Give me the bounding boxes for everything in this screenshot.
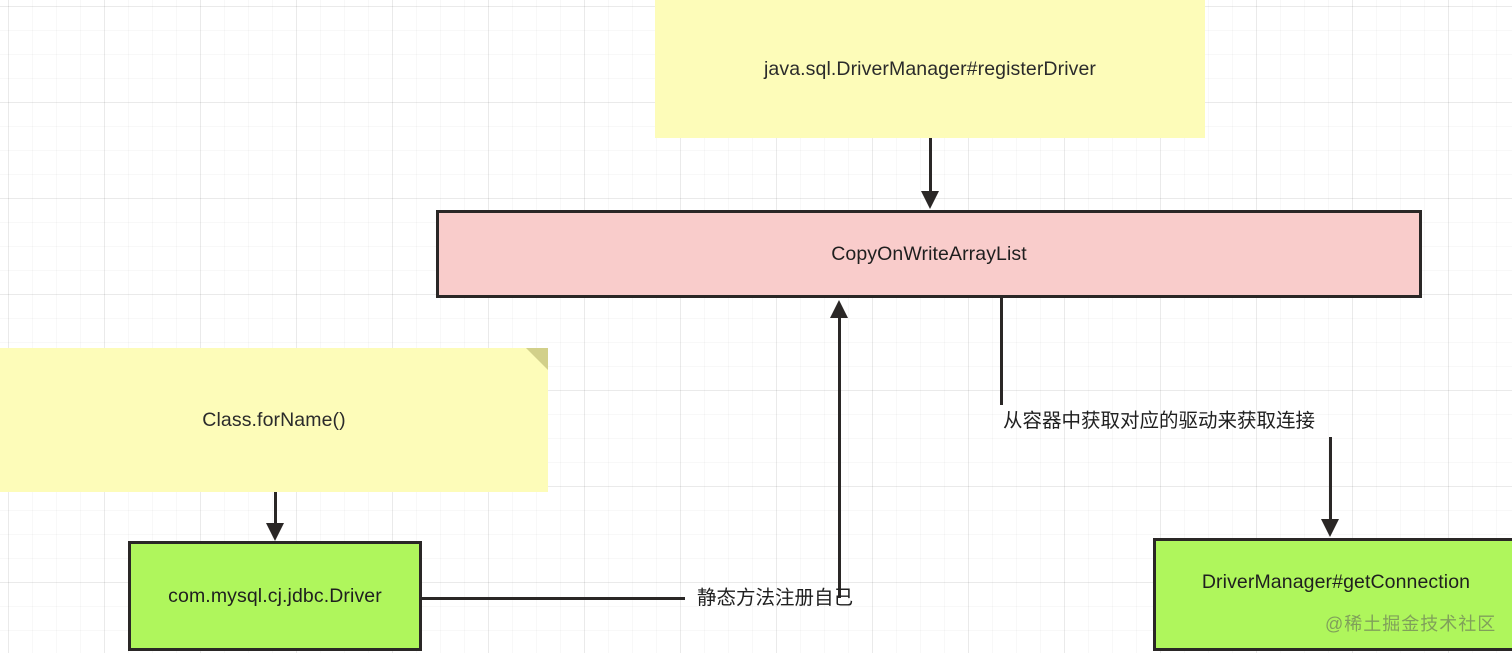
edge-label-get-driver-from-container: 从容器中获取对应的驱动来获取连接 bbox=[1003, 410, 1316, 432]
edge-register-to-list-line bbox=[929, 138, 932, 194]
node-box-mysql-driver[interactable]: com.mysql.cj.jdbc.Driver bbox=[128, 541, 422, 651]
edge-label-static-register: 静态方法注册自己 bbox=[697, 587, 854, 609]
edge-register-to-list-arrowhead bbox=[921, 191, 939, 209]
edge-driver-to-list-horizontal bbox=[422, 597, 685, 600]
node-note-register-driver[interactable]: java.sql.DriverManager#registerDriver bbox=[655, 0, 1205, 138]
node-note-class-forname[interactable]: Class.forName() bbox=[0, 348, 548, 492]
node-box-copyonwritearraylist-label: CopyOnWriteArrayList bbox=[831, 242, 1027, 265]
edge-list-to-getconnection-vertical-out bbox=[1000, 297, 1003, 405]
edge-forname-to-driver-line bbox=[274, 492, 277, 526]
note-fold-corner-icon bbox=[526, 348, 548, 370]
watermark-text: @稀土掘金技术社区 bbox=[1325, 614, 1497, 634]
node-box-get-connection[interactable]: DriverManager#getConnection bbox=[1153, 538, 1512, 651]
edge-forname-to-driver-arrowhead bbox=[266, 523, 284, 541]
node-box-copyonwritearraylist[interactable]: CopyOnWriteArrayList bbox=[436, 210, 1422, 298]
edge-driver-to-list-vertical bbox=[838, 318, 841, 598]
edge-driver-to-list-arrowhead bbox=[830, 300, 848, 318]
edge-list-to-getconnection-vertical-in bbox=[1329, 437, 1332, 522]
node-note-register-driver-label: java.sql.DriverManager#registerDriver bbox=[763, 57, 1097, 80]
node-box-get-connection-label: DriverManager#getConnection bbox=[1201, 571, 1471, 593]
node-note-class-forname-label: Class.forName() bbox=[202, 408, 346, 431]
edge-list-to-getconnection-arrowhead bbox=[1321, 519, 1339, 537]
node-box-mysql-driver-label: com.mysql.cj.jdbc.Driver bbox=[168, 584, 382, 607]
